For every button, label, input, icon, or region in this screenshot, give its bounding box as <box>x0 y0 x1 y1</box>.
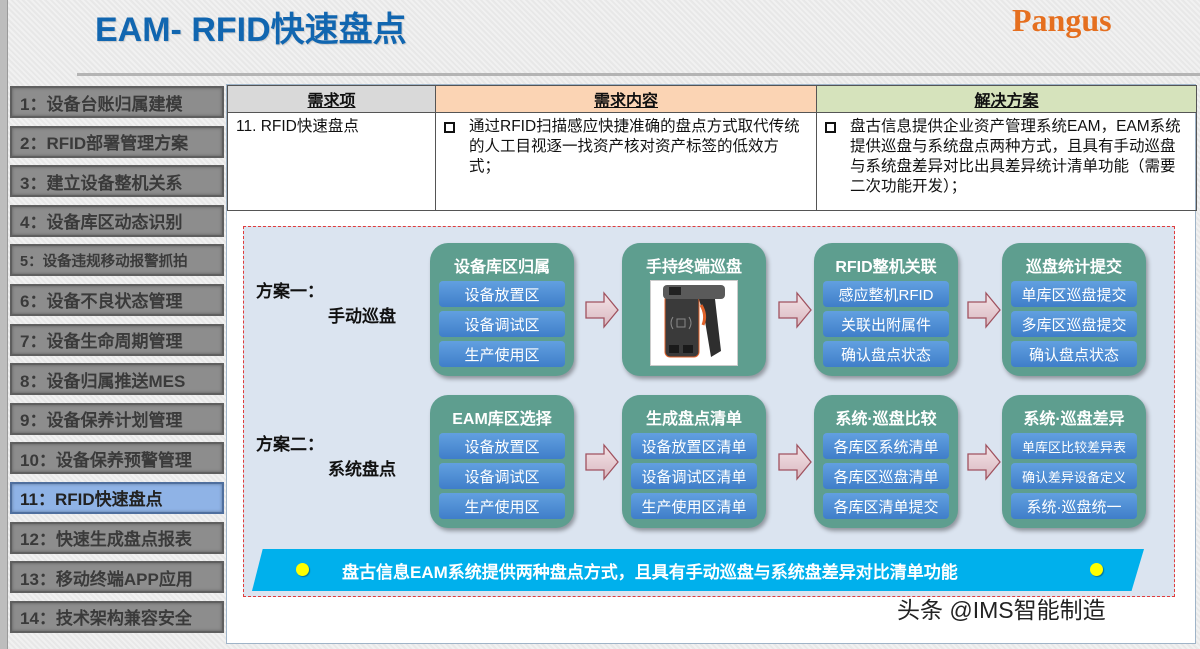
sidebar-item-9[interactable]: 9：设备保养计划管理 <box>10 402 224 435</box>
pill-item: 设备调试区清单 <box>631 463 757 489</box>
card-plan2-step1: EAM库区选择 设备放置区 设备调试区 生产使用区 <box>430 395 574 528</box>
banner-text: 盘古信息EAM系统提供两种盘点方式，且具有手动巡盘与系统盘差异对比清单功能 <box>342 562 958 582</box>
pill-item: 各库区系统清单 <box>823 433 949 459</box>
sidebar-item-11-active[interactable]: 11：RFID快速盘点 <box>10 481 224 514</box>
page-title: EAM- RFID快速盘点 <box>95 11 407 49</box>
pangus-logo: Pangus <box>1012 2 1112 38</box>
plan1-label: 方案一： <box>256 282 324 301</box>
pill-item: 感应整机RFID <box>823 281 949 307</box>
pill-item: 设备放置区 <box>439 281 565 307</box>
cell-item: 11. RFID快速盘点 <box>227 112 436 211</box>
pill-item: 生产使用区 <box>439 341 565 367</box>
sidebar-item-3[interactable]: 3：建立设备整机关系 <box>10 165 224 198</box>
pill-item: 确认差异设备定义 <box>1011 463 1137 489</box>
table-row: 11. RFID快速盘点 通过RFID扫描感应快捷准确的盘点方式取代传统的人工目… <box>227 112 1197 211</box>
pill-item: 各库区巡盘清单 <box>823 463 949 489</box>
watermark: 头条 @IMS智能制造 <box>897 597 1106 623</box>
pill-item: 单库区比较差异表 <box>1011 433 1137 459</box>
summary-banner: 盘古信息EAM系统提供两种盘点方式，且具有手动巡盘与系统盘差异对比清单功能 <box>252 549 1144 591</box>
sidebar-item-4[interactable]: 4：设备库区动态识别 <box>10 204 224 237</box>
card-plan1-step1: 设备库区归属 设备放置区 设备调试区 生产使用区 <box>430 243 574 376</box>
right-arrow-icon <box>778 291 812 329</box>
right-arrow-icon <box>585 443 619 481</box>
card-title: 设备库区归属 <box>453 259 550 276</box>
sidebar-item-8[interactable]: 8：设备归属推送MES <box>10 363 224 396</box>
sidebar-item-7[interactable]: 7：设备生命周期管理 <box>10 323 224 356</box>
square-bullet-icon <box>444 122 455 133</box>
card-title: 生成盘点清单 <box>645 411 742 428</box>
pill-item: 设备放置区 <box>439 433 565 459</box>
solution-text: 盘古信息提供企业资产管理系统EAM，EAM系统提供巡盘与系统盘点两种方式，且具有… <box>850 118 1181 195</box>
card-plan1-step2: 手持终端巡盘 <box>622 243 766 376</box>
header-solution: 解决方案 <box>816 85 1197 113</box>
pill-item: 生产使用区 <box>439 493 565 519</box>
main-panel: 需求项 需求内容 解决方案 11. RFID快速盘点 通过RFID扫描感应快捷准… <box>226 84 1197 644</box>
sidebar-item-1[interactable]: 1：设备台账归属建模 <box>10 86 224 118</box>
card-plan2-step2: 生成盘点清单 设备放置区清单 设备调试区清单 生产使用区清单 <box>622 395 766 528</box>
pill-item: 设备调试区 <box>439 311 565 337</box>
sidebar-item-12[interactable]: 12：快速生成盘点报表 <box>10 521 224 554</box>
card-title: EAM库区选择 <box>452 411 552 428</box>
pill-item: 确认盘点状态 <box>823 341 949 367</box>
card-title: RFID整机关联 <box>835 259 937 276</box>
pill-item: 设备放置区清单 <box>631 433 757 459</box>
yellow-dot-icon <box>296 563 309 576</box>
pill-item: 设备调试区 <box>439 463 565 489</box>
pill-item: 确认盘点状态 <box>1011 341 1137 367</box>
pill-item: 各库区清单提交 <box>823 493 949 519</box>
right-arrow-icon <box>778 443 812 481</box>
card-title: 巡盘统计提交 <box>1025 259 1122 276</box>
slide-left-edge <box>0 0 8 649</box>
yellow-dot-icon <box>1090 563 1103 576</box>
header-requirement-content: 需求内容 <box>435 85 817 113</box>
plan1-name: 手动巡盘 <box>328 307 396 326</box>
plan2-name: 系统盘点 <box>328 460 396 479</box>
content-text: 通过RFID扫描感应快捷准确的盘点方式取代传统的人工目视逐一找资产核对资产标签的… <box>469 118 800 175</box>
card-plan2-step3: 系统·巡盘比较 各库区系统清单 各库区巡盘清单 各库区清单提交 <box>814 395 958 528</box>
cell-content: 通过RFID扫描感应快捷准确的盘点方式取代传统的人工目视逐一找资产核对资产标签的… <box>435 112 817 211</box>
cell-solution: 盘古信息提供企业资产管理系统EAM，EAM系统提供巡盘与系统盘点两种方式，且具有… <box>816 112 1197 211</box>
card-title: 系统·巡盘比较 <box>835 411 937 428</box>
sidebar-item-6[interactable]: 6：设备不良状态管理 <box>10 283 224 316</box>
card-plan1-step3: RFID整机关联 感应整机RFID 关联出附属件 确认盘点状态 <box>814 243 958 376</box>
pill-item: 多库区巡盘提交 <box>1011 311 1137 337</box>
sidebar-item-13[interactable]: 13：移动终端APP应用 <box>10 561 224 594</box>
square-bullet-icon <box>825 122 836 133</box>
sidebar-item-2[interactable]: 2：RFID部署管理方案 <box>10 125 224 158</box>
pill-item: 单库区巡盘提交 <box>1011 281 1137 307</box>
card-plan2-step4: 系统·巡盘差异 单库区比较差异表 确认差异设备定义 系统·巡盘统一 <box>1002 395 1146 528</box>
right-arrow-icon <box>967 443 1001 481</box>
sidebar-nav: 1：设备台账归属建模 2：RFID部署管理方案 3：建立设备整机关系 4：设备库… <box>10 86 224 640</box>
pill-item: 关联出附属件 <box>823 311 949 337</box>
sidebar-item-5[interactable]: 5：设备违规移动报警抓拍 <box>10 244 224 277</box>
process-diagram: 方案一： 手动巡盘 设备库区归属 设备放置区 设备调试区 生产使用区 手持终端巡… <box>243 226 1175 597</box>
header-requirement-item: 需求项 <box>227 85 436 113</box>
requirements-table: 需求项 需求内容 解决方案 11. RFID快速盘点 通过RFID扫描感应快捷准… <box>227 85 1197 211</box>
title-divider <box>77 73 1200 76</box>
handheld-rfid-scanner-image <box>650 280 738 366</box>
pill-item: 生产使用区清单 <box>631 493 757 519</box>
right-arrow-icon <box>967 291 1001 329</box>
card-title: 系统·巡盘差异 <box>1023 411 1125 428</box>
card-plan1-step4: 巡盘统计提交 单库区巡盘提交 多库区巡盘提交 确认盘点状态 <box>1002 243 1146 376</box>
sidebar-item-14[interactable]: 14：技术架构兼容安全 <box>10 600 224 633</box>
pill-item: 系统·巡盘统一 <box>1011 493 1137 519</box>
right-arrow-icon <box>585 291 619 329</box>
sidebar-item-10[interactable]: 10：设备保养预警管理 <box>10 442 224 475</box>
card-title: 手持终端巡盘 <box>645 259 742 276</box>
plan2-label: 方案二： <box>256 435 324 454</box>
